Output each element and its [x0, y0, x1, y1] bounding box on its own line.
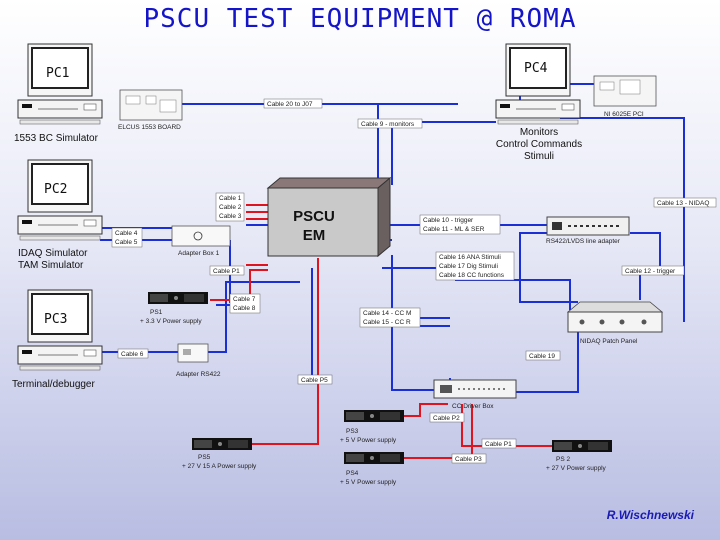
- cable-p1-left-label: Cable P1: [213, 268, 240, 275]
- em-label: EM: [303, 227, 326, 244]
- page-title: PSCU TEST EQUIPMENT @ ROMA: [143, 4, 577, 34]
- ps1: PS1 + 3.3 V Power supply: [140, 292, 208, 325]
- cable-15-label: Cable 15 - CC R: [363, 319, 411, 326]
- adapter-rs422-label: Adapter RS422: [176, 371, 221, 378]
- cable-p1-right-label: Cable P1: [485, 441, 512, 448]
- ps4-desc: + 5 V Power supply: [340, 479, 397, 486]
- cable-labels: Cable 20 to J07 Cable 9 - monitors Cable…: [111, 98, 717, 464]
- cable-p2-label: Cable P2: [433, 415, 460, 422]
- cable-17-label: Cable 17 Dig Stimuli: [439, 263, 498, 270]
- ps5-name: PS5: [198, 454, 211, 461]
- ps5: PS5 + 27 V 15 A Power supply: [182, 438, 257, 470]
- ni-pci-board: NI 6025E PCI: [593, 75, 657, 118]
- cable-11-label: Cable 11 - ML & SER: [423, 226, 485, 233]
- ps3-name: PS3: [346, 428, 359, 435]
- pc3: PC3 Terminal/debugger: [12, 289, 103, 390]
- cable-19-label: Cable 19: [529, 353, 555, 360]
- ps4: PS4 + 5 V Power supply: [340, 452, 404, 486]
- cable-p3-label: Cable P3: [455, 456, 482, 463]
- cable-4-label: Cable 4: [115, 230, 138, 237]
- ps2-name: PS 2: [556, 456, 570, 463]
- cable-12-label: Cable 12 - trigger: [625, 268, 676, 275]
- pc3-label: PC3: [44, 312, 67, 327]
- elcus-label: ELCUS 1553 BOARD: [118, 124, 181, 131]
- ps2: PS 2 + 27 V Power supply: [546, 440, 612, 472]
- rs422-lvds-adapter: RS422/LVDS line adapter: [546, 216, 630, 245]
- cable-18-label: Cable 18 CC functions: [439, 272, 505, 279]
- pc2: PC2 IDAQ Simulator TAM Simulator: [17, 159, 103, 271]
- ps4-name: PS4: [346, 470, 359, 477]
- cable-20-label: Cable 20 to J07: [267, 101, 313, 108]
- cc-driver-label: CC Driver Box: [452, 403, 494, 410]
- adapter-rs422: Adapter RS422: [176, 343, 221, 378]
- rs422-adapter-label: RS422/LVDS line adapter: [546, 238, 621, 245]
- cable-6-label: Cable 6: [121, 351, 144, 358]
- pc4-caption-1: Monitors: [520, 127, 558, 138]
- cable-5-label: Cable 5: [115, 239, 138, 246]
- cable-16-label: Cable 16 ANA Stimuli: [439, 254, 501, 261]
- pc4-label: PC4: [524, 61, 548, 76]
- cable-p5-label: Cable P5: [301, 377, 328, 384]
- pc1-caption: 1553 BC Simulator: [14, 133, 99, 144]
- ni-pci-label: NI 6025E PCI: [604, 111, 644, 118]
- pscu-em-box: PSCU EM: [266, 176, 392, 258]
- ps2-desc: + 27 V Power supply: [546, 465, 607, 472]
- cable-1-label: Cable 1: [219, 195, 242, 202]
- cable-13-label: Cable 13 - NIDAQ: [657, 200, 709, 207]
- ps3-desc: + 5 V Power supply: [340, 437, 397, 444]
- elcus-board: ELCUS 1553 BOARD: [118, 89, 183, 131]
- pscu-label: PSCU: [293, 208, 335, 225]
- pc4-caption-2: Control Commands: [496, 139, 582, 150]
- pc2-caption-1: IDAQ Simulator: [18, 248, 88, 259]
- cable-7-label: Cable 7: [233, 296, 256, 303]
- pc2-label: PC2: [44, 182, 67, 197]
- pc1-label: PC1: [46, 66, 69, 81]
- author-credit: R.Wischnewski: [606, 508, 694, 522]
- cable-14-label: Cable 14 - CC M: [363, 310, 411, 317]
- pc1: PC1 1553 BC Simulator: [14, 43, 103, 144]
- adapter-box-label: Adapter Box 1: [178, 250, 220, 257]
- ps3: PS3 + 5 V Power supply: [340, 410, 404, 444]
- adapter-box-1: Adapter Box 1: [171, 225, 231, 257]
- ps1-desc: + 3.3 V Power supply: [140, 318, 202, 325]
- cable-8-label: Cable 8: [233, 305, 256, 312]
- cc-driver-box: CC Driver Box: [433, 379, 517, 410]
- nidaq-patch-panel: NIDAQ Patch Panel: [566, 301, 664, 345]
- patch-panel-label: NIDAQ Patch Panel: [580, 338, 638, 345]
- cable-3-label: Cable 3: [219, 213, 242, 220]
- cable-9-label: Cable 9 - monitors: [361, 121, 415, 128]
- pc4-caption-3: Stimuli: [524, 151, 554, 162]
- pc4: PC4 Monitors Control Commands Stimuli: [495, 43, 582, 162]
- cable-2-label: Cable 2: [219, 204, 242, 211]
- ps1-name: PS1: [150, 309, 163, 316]
- pc2-caption-2: TAM Simulator: [18, 260, 84, 271]
- ps5-desc: + 27 V 15 A Power supply: [182, 463, 257, 470]
- pc3-caption: Terminal/debugger: [12, 379, 95, 390]
- cable-10-label: Cable 10 - trigger: [423, 217, 474, 224]
